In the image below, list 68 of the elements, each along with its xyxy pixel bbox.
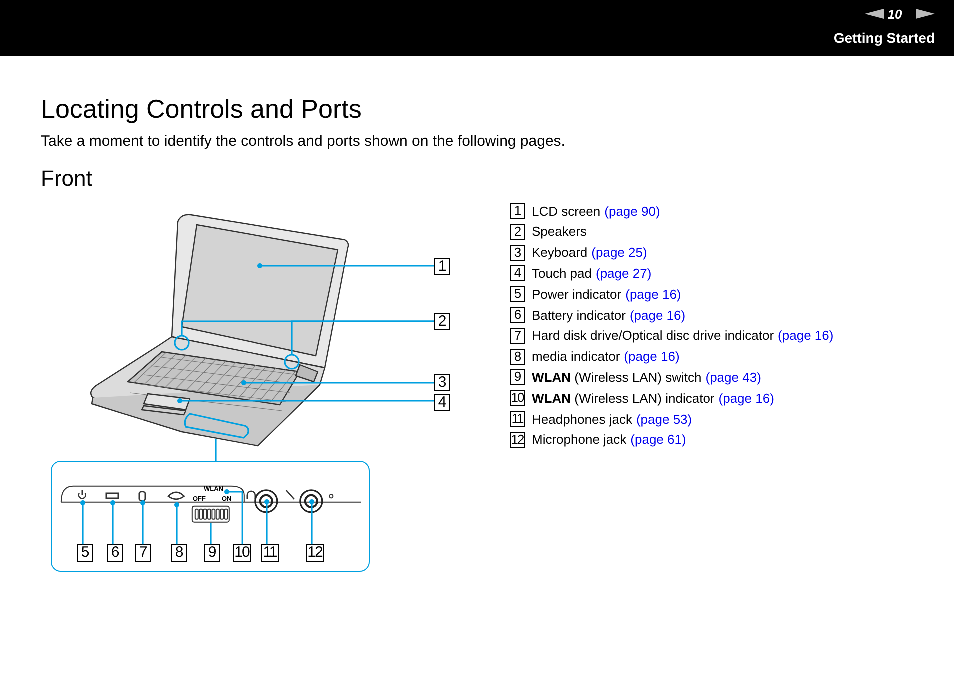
callout-number: 11 [261,544,279,562]
list-number: 4 [510,265,525,282]
page-link: (page 43) [706,370,762,385]
list-number: 6 [510,307,525,323]
item-text: Battery indicator [532,308,626,322]
list-number: 2 [510,224,525,240]
item-text: Speakers [532,224,587,240]
list-number: 7 [510,328,525,344]
leader-line [215,439,217,461]
page-number: 10 [886,7,904,22]
page-link: (page 16) [778,328,834,344]
callout-number: 7 [135,544,151,562]
list-number: 3 [510,244,525,261]
page-link: (page 53) [636,412,692,426]
item-text: Microphone jack [532,432,627,448]
item-text: Touch pad [532,266,592,281]
callout-number: 3 [434,374,450,391]
leader-line [242,380,434,386]
callout-number: 5 [77,544,93,562]
section-heading: Front [41,166,92,192]
item-text: Power indicator [532,286,622,302]
item-text: WLAN (Wireless LAN) indicator [532,390,715,406]
callout-number: 2 [434,313,450,330]
item-text: LCD screen [532,204,601,218]
leader-line [80,500,86,545]
page-link: (page 16) [630,308,686,322]
callout-number: 12 [306,544,324,562]
callout-number: 4 [434,394,450,411]
page-link: (page 16) [626,286,682,302]
item-text: Hard disk drive/Optical disc drive indicator [532,328,774,344]
laptop-drawing [90,214,350,447]
list-number: 8 [510,348,525,365]
page-link: (page 27) [596,266,652,281]
list-number: 9 [510,369,525,386]
leader-line [174,502,180,545]
leader-line [310,500,314,545]
leader-line [140,500,146,545]
leader-line [224,490,244,545]
page-link: (page 90) [604,204,660,218]
leader-line [258,264,434,268]
page-link: (page 25) [592,245,648,260]
callout-number: 8 [171,544,187,562]
leader-line [264,500,270,545]
callout-number: 9 [204,544,220,562]
section-name: Getting Started [832,30,935,46]
item-text: Keyboard [532,245,588,260]
page-link: (page 16) [624,349,680,364]
callout-number: 1 [434,258,450,275]
item-text: WLAN (Wireless LAN) switch [532,370,702,385]
callout-number: 10 [233,544,251,562]
item-text: Headphones jack [532,412,632,426]
list-number: 1 [510,203,525,219]
list-number: 12 [510,432,525,448]
front-panel-drawing [60,486,362,523]
item-text: media indicator [532,349,620,364]
callout-number: 6 [107,544,123,562]
list-number: 10 [510,390,525,406]
list-number: 5 [510,286,525,302]
inset-panel [51,461,370,572]
leader-line [291,320,434,356]
page-link: (page 16) [718,390,774,406]
leader-line [110,500,116,545]
page-title: Locating Controls and Ports [41,94,362,125]
list-number: 11 [510,411,525,427]
leader-line [178,398,434,404]
page-link: (page 61) [630,432,686,448]
leader-line [210,523,212,545]
intro-text: Take a moment to identify the controls and ports shown on the following pages. [41,133,566,150]
